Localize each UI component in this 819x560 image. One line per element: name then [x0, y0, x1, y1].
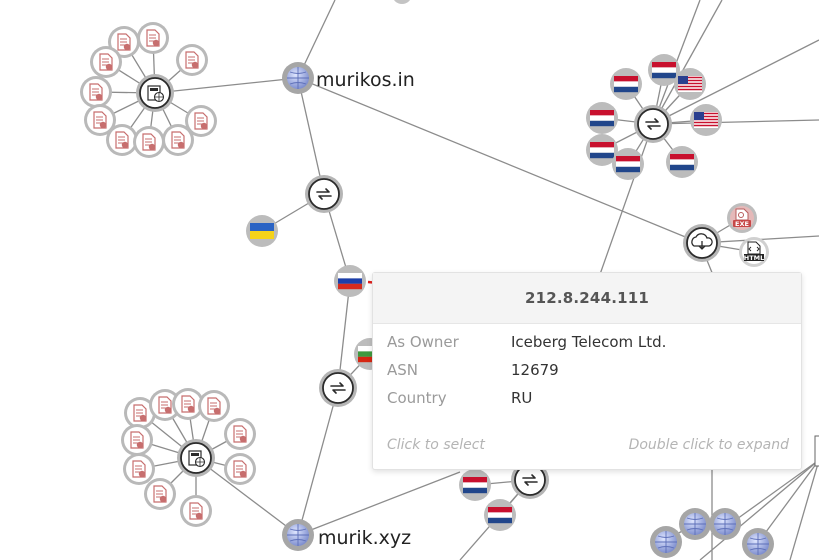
flag-netherlands-icon[interactable] — [610, 68, 642, 100]
file-icon[interactable] — [79, 75, 113, 109]
flag-usa-icon[interactable] — [673, 67, 707, 101]
flag-netherlands-icon[interactable] — [586, 102, 618, 134]
relay-arrows-icon[interactable] — [318, 368, 358, 408]
tooltip-row-country: Country RU — [387, 389, 791, 411]
tooltip-value: RU — [511, 389, 533, 407]
exe-badge-label: EXE — [735, 220, 749, 228]
tooltip-value: Iceberg Telecom Ltd. — [511, 333, 667, 351]
tooltip-row-asn: ASN 12679 — [387, 361, 791, 383]
flag-netherlands-icon[interactable] — [612, 148, 644, 180]
web-page-icon[interactable] — [135, 73, 175, 113]
file-icon[interactable] — [89, 45, 123, 79]
relay-arrows-icon[interactable] — [633, 104, 673, 144]
file-icon[interactable] — [184, 104, 218, 138]
tooltip-key: ASN — [387, 361, 419, 379]
flag-usa-icon[interactable] — [689, 103, 723, 137]
tooltip-row-owner: As Owner Iceberg Telecom Ltd. — [387, 333, 791, 355]
file-icon[interactable] — [143, 477, 177, 511]
file-icon[interactable] — [197, 389, 231, 423]
file-icon[interactable] — [223, 452, 257, 486]
domain-label-murik[interactable]: murik.xyz — [318, 527, 411, 549]
offscreen-node[interactable] — [814, 435, 819, 467]
globe-icon[interactable] — [649, 525, 683, 559]
tooltip-key: As Owner — [387, 333, 459, 351]
flag-netherlands-icon[interactable] — [484, 499, 516, 531]
globe-icon[interactable] — [281, 61, 315, 95]
cloud-download-icon[interactable] — [682, 223, 722, 263]
web-page-icon[interactable] — [176, 438, 216, 478]
chain-nodes: murikos.in murik.xyz — [246, 0, 415, 552]
domain-label-murikos[interactable]: murikos.in — [316, 69, 415, 91]
globe-icon[interactable] — [678, 507, 712, 541]
ip-tooltip: 212.8.244.111 As Owner Iceberg Telecom L… — [372, 272, 802, 470]
html-file-icon[interactable]: HTML — [739, 237, 769, 267]
globe-icon[interactable] — [741, 527, 775, 560]
flag-netherlands-icon[interactable] — [459, 469, 491, 501]
file-icon[interactable] — [120, 423, 154, 457]
tooltip-value: 12679 — [511, 361, 559, 379]
tooltip-title: 212.8.244.111 — [373, 273, 801, 324]
file-icon[interactable] — [223, 417, 257, 451]
file-icon[interactable] — [175, 43, 209, 77]
cluster-top-left — [79, 21, 218, 159]
file-icon[interactable] — [179, 494, 213, 528]
tooltip-hint-expand: Double click to expand — [628, 437, 789, 453]
globe-icon[interactable] — [708, 507, 742, 541]
tooltip-key: Country — [387, 389, 447, 407]
flag-netherlands-icon[interactable] — [666, 146, 698, 178]
file-icon[interactable] — [132, 125, 166, 159]
cluster-right: EXE HTML — [586, 54, 769, 267]
exe-file-icon[interactable]: EXE — [727, 203, 757, 233]
tooltip-hint-select: Click to select — [387, 437, 485, 453]
flag-ukraine-icon[interactable] — [246, 215, 278, 247]
relay-arrows-icon[interactable] — [304, 174, 344, 214]
offscreen-node[interactable] — [392, 0, 412, 4]
file-icon[interactable] — [136, 21, 170, 55]
cluster-bottom-left — [120, 387, 257, 528]
html-badge-label: HTML — [744, 254, 764, 262]
file-icon[interactable] — [122, 452, 156, 486]
edge-group-bottom-left — [136, 403, 299, 536]
flag-russia-icon[interactable] — [334, 265, 366, 297]
globe-icon[interactable] — [281, 518, 315, 552]
cluster-bottom-right — [459, 435, 819, 560]
